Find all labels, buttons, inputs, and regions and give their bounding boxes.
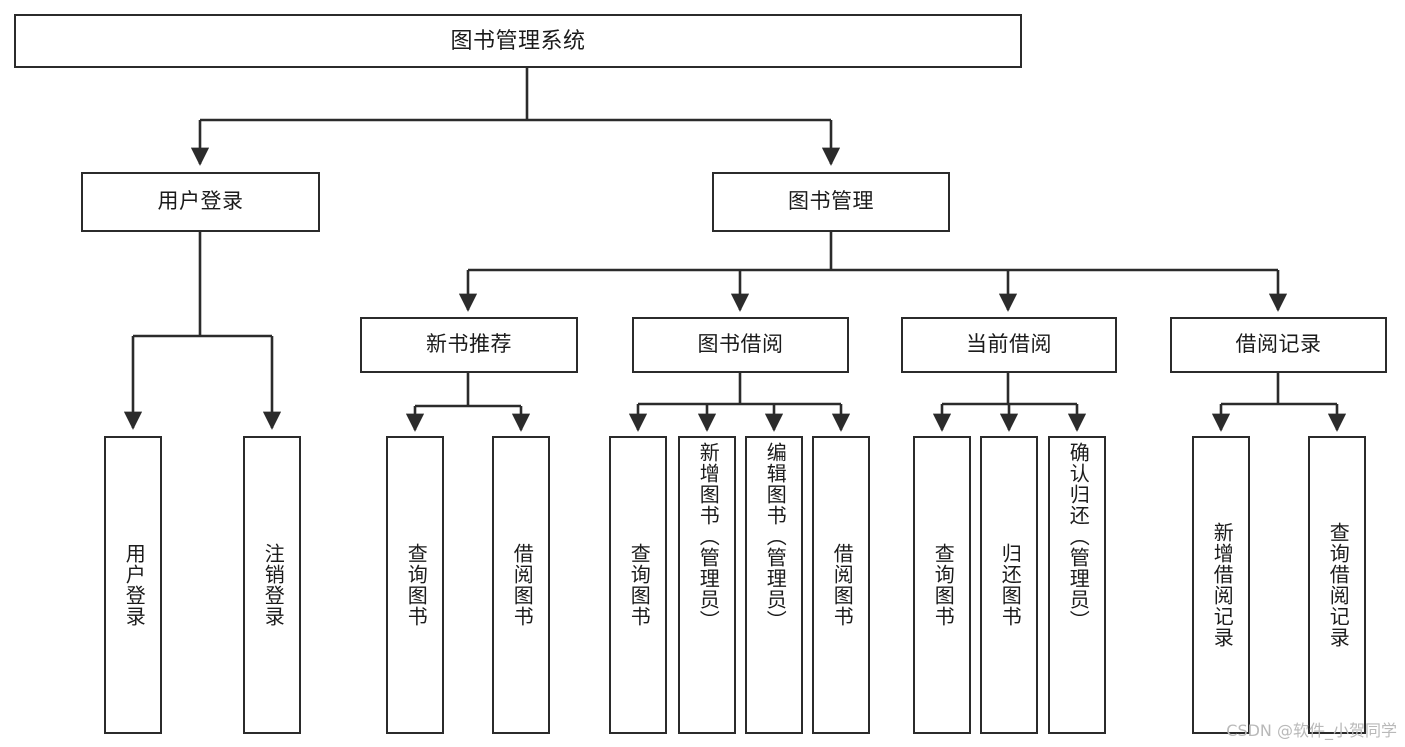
node-label: 借阅记录 <box>1235 332 1322 356</box>
node-book-management[interactable]: 图书管理 <box>712 172 950 232</box>
node-book-borrow[interactable]: 图书借阅 <box>632 317 849 373</box>
node-label: 编辑图书（管理员） <box>763 442 786 631</box>
node-leaf-query-borrow-record[interactable]: 查询借阅记录 <box>1308 436 1366 734</box>
node-label: 查询图书 <box>931 543 954 627</box>
node-label: 查询借阅记录 <box>1326 522 1349 648</box>
node-leaf-borrow-book-1[interactable]: 借阅图书 <box>492 436 550 734</box>
node-leaf-edit-book-admin[interactable]: 编辑图书（管理员） <box>745 436 803 734</box>
node-label: 用户登录 <box>122 543 145 627</box>
node-label: 借阅图书 <box>510 543 533 627</box>
node-leaf-query-book-3[interactable]: 查询图书 <box>913 436 971 734</box>
node-label: 注销登录 <box>261 543 284 627</box>
node-borrow-record[interactable]: 借阅记录 <box>1170 317 1387 373</box>
csdn-watermark: CSDN @软件_小贺同学 <box>1226 721 1397 740</box>
node-label: 图书借阅 <box>697 332 784 356</box>
node-leaf-logout-login[interactable]: 注销登录 <box>243 436 301 734</box>
node-leaf-borrow-book-2[interactable]: 借阅图书 <box>812 436 870 734</box>
node-label: 图书管理系统 <box>450 28 586 54</box>
node-leaf-add-book-admin[interactable]: 新增图书（管理员） <box>678 436 736 734</box>
node-label: 用户登录 <box>157 189 244 213</box>
node-leaf-return-book[interactable]: 归还图书 <box>980 436 1038 734</box>
node-label: 归还图书 <box>998 543 1021 627</box>
node-label: 新增借阅记录 <box>1210 522 1233 648</box>
node-label: 图书管理 <box>788 189 874 213</box>
node-label: 当前借阅 <box>966 332 1052 356</box>
node-user-login[interactable]: 用户登录 <box>81 172 320 232</box>
node-leaf-user-login[interactable]: 用户登录 <box>104 436 162 734</box>
node-label: 查询图书 <box>627 543 650 627</box>
node-leaf-add-borrow-record[interactable]: 新增借阅记录 <box>1192 436 1250 734</box>
node-root-book-management-system[interactable]: 图书管理系统 <box>14 14 1022 68</box>
node-label: 借阅图书 <box>830 543 853 627</box>
node-label: 新书推荐 <box>426 332 512 356</box>
node-current-borrow[interactable]: 当前借阅 <box>901 317 1117 373</box>
node-new-book-recommend[interactable]: 新书推荐 <box>360 317 578 373</box>
node-leaf-query-book-2[interactable]: 查询图书 <box>609 436 667 734</box>
node-label: 查询图书 <box>404 543 427 627</box>
node-label: 确认归还（管理员） <box>1066 442 1089 631</box>
node-leaf-confirm-return-admin[interactable]: 确认归还（管理员） <box>1048 436 1106 734</box>
node-label: 新增图书（管理员） <box>696 442 719 631</box>
node-leaf-query-book-1[interactable]: 查询图书 <box>386 436 444 734</box>
